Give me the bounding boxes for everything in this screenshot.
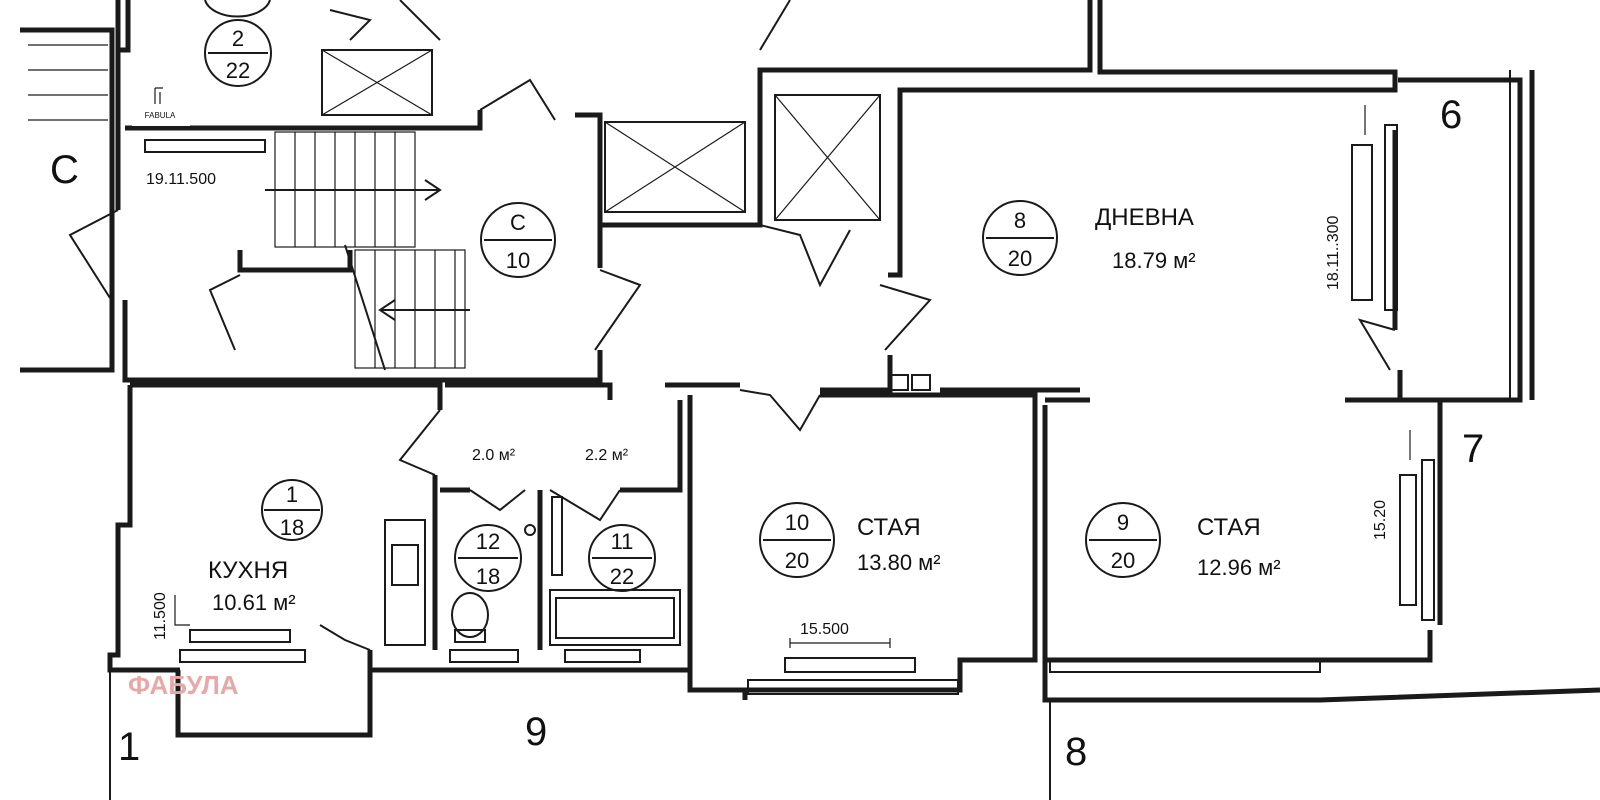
axis-label-c: С xyxy=(50,148,79,192)
badge-top: 2 22 xyxy=(204,0,272,87)
fabula-logo: FABULA xyxy=(132,80,190,126)
radiator-stair xyxy=(144,139,266,153)
shafts xyxy=(321,49,931,391)
badge-wc-number: 12 xyxy=(476,529,500,554)
badge-living-number: 8 xyxy=(1014,208,1026,233)
stove xyxy=(384,519,426,646)
badge-stair-height: 10 xyxy=(506,248,530,273)
radiator-room9 xyxy=(1399,474,1417,606)
room9-window-dim: 15.20 xyxy=(1372,500,1389,540)
fixtures xyxy=(384,519,681,646)
kitchen-name: КУХНЯ xyxy=(208,557,288,584)
wc-area: 2.0 м² xyxy=(472,447,516,464)
badge-bath: 11 22 xyxy=(588,524,656,592)
walls xyxy=(20,0,1600,800)
badge-kitchen-number: 1 xyxy=(286,482,298,507)
kitchen-window-dim: 11.500 xyxy=(152,592,169,640)
badge-room9-number: 9 xyxy=(1117,510,1129,535)
room9-name: СТАЯ xyxy=(1197,514,1261,541)
badge-stair-number: C xyxy=(510,210,526,235)
room10-name: СТАЯ xyxy=(857,514,921,541)
windows xyxy=(179,124,1435,695)
axis-label-9: 9 xyxy=(525,710,547,754)
radiator-bath xyxy=(551,496,563,576)
dimension-lines xyxy=(174,105,1411,648)
kitchen-area: 10.61 м² xyxy=(212,590,296,615)
radiator-living xyxy=(1351,144,1373,301)
badge-living: 8 20 xyxy=(982,200,1058,276)
doors xyxy=(68,0,1396,651)
watermark: ФАБУЛА xyxy=(128,670,239,700)
radiators xyxy=(144,139,1417,673)
badge-kitchen: 1 18 xyxy=(261,479,323,541)
badge-room10-number: 10 xyxy=(785,510,809,535)
badge-room9-height: 20 xyxy=(1111,548,1135,573)
axis-label-8: 8 xyxy=(1065,730,1087,774)
room-badges: 2 22 C 10 8 20 1 18 12 18 xyxy=(204,0,1161,592)
badge-room10-height: 20 xyxy=(785,548,809,573)
staircase xyxy=(265,131,470,371)
badge-room9: 9 20 xyxy=(1085,502,1161,578)
living-name: ДНЕВНА xyxy=(1095,204,1194,231)
bath-area: 2.2 м² xyxy=(585,447,629,464)
living-area: 18.79 м² xyxy=(1112,248,1196,273)
axis-label-7: 7 xyxy=(1462,427,1484,471)
toilet xyxy=(451,592,489,638)
axis-label-1: 1 xyxy=(118,725,140,769)
stair-window-dim: 19.11.500 xyxy=(146,171,216,188)
room10-area: 13.80 м² xyxy=(857,550,941,575)
sink xyxy=(524,524,536,536)
badge-living-height: 20 xyxy=(1008,246,1032,271)
badge-stair: C 10 xyxy=(480,202,556,278)
badge-wc-height: 18 xyxy=(476,564,500,589)
badge-wc: 12 18 xyxy=(454,524,522,592)
room9-area: 12.96 м² xyxy=(1197,555,1281,580)
badge-top-height: 22 xyxy=(226,58,250,83)
room10-window-dim: 15.500 xyxy=(800,621,849,638)
logo-text: FABULA xyxy=(145,111,176,120)
axis-label-6: 6 xyxy=(1440,93,1462,137)
living-window-dim: 18.11..300 xyxy=(1325,215,1342,290)
radiator-kitchen xyxy=(189,629,291,643)
axis-labels: С 6 7 1 9 8 xyxy=(50,93,1484,774)
badge-bath-height: 22 xyxy=(610,564,634,589)
dimension-labels: 19.11.500 18.11..300 11.500 15.500 15.20 xyxy=(146,171,1389,640)
badge-room10: 10 20 xyxy=(759,502,835,578)
badge-kitchen-height: 18 xyxy=(280,515,304,540)
badge-top-number: 2 xyxy=(232,26,244,51)
badge-bath-number: 11 xyxy=(611,529,634,554)
radiator-room10 xyxy=(784,657,916,673)
room-labels: ДНЕВНА 18.79 м² КУХНЯ 10.61 м² СТАЯ 13.8… xyxy=(208,204,1281,615)
